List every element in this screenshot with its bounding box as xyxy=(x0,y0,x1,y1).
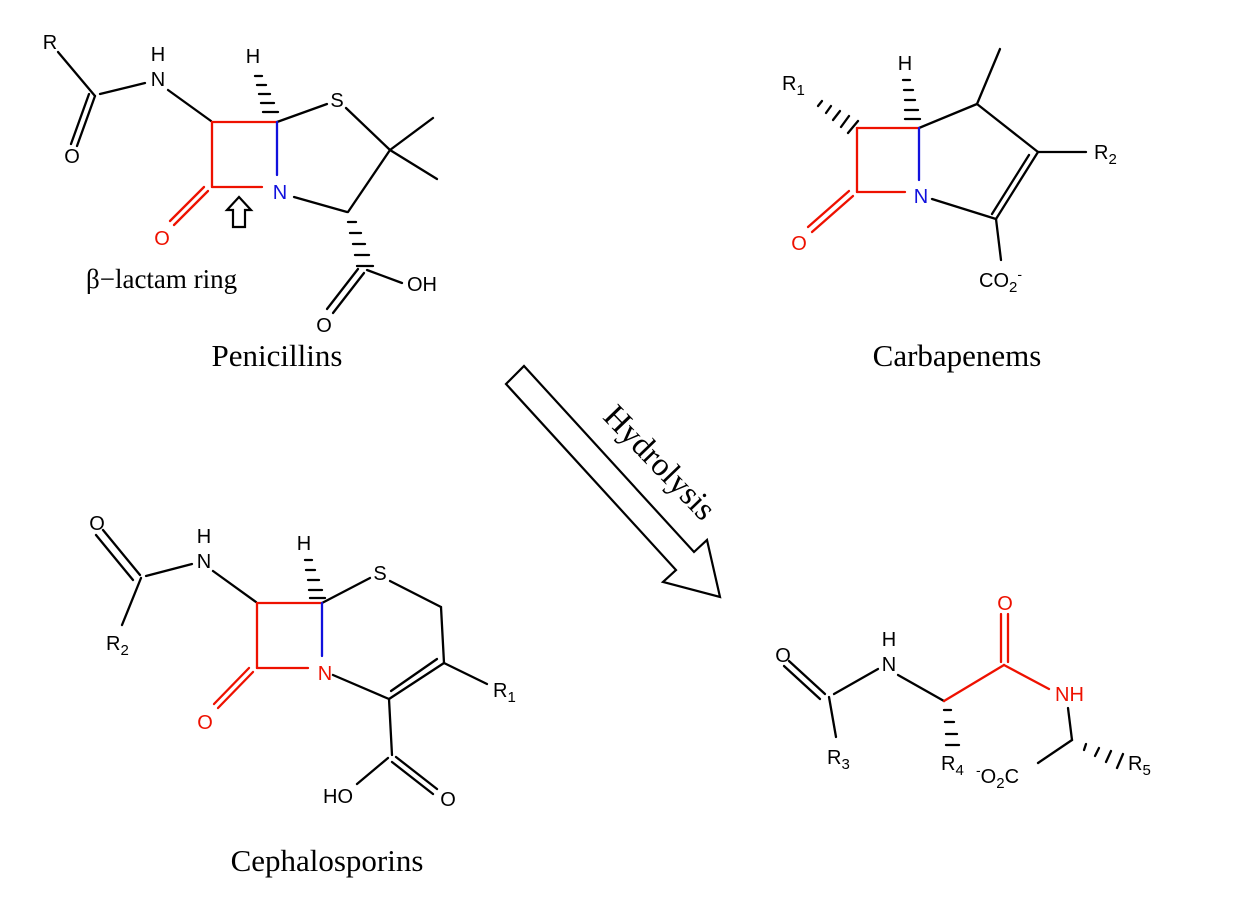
product-amide-N: N xyxy=(882,654,896,676)
penicillin-acid-OH: OH xyxy=(407,274,437,296)
penicillin-stereo-hash-wedge xyxy=(253,74,280,114)
penicillin-S: S xyxy=(330,90,343,112)
cephalosporin-amide-N: N xyxy=(197,551,211,573)
cephalosporin-structure: O R2 H N O N H S R1 HO O Cephalosporins xyxy=(89,513,516,878)
product-red-amide xyxy=(942,612,1051,703)
carbapenem-ring-N: N xyxy=(914,186,928,208)
cephalosporins-label: Cephalosporins xyxy=(231,843,424,878)
carbapenem-structure: R1 H N O R2 CO2- Carbapenems xyxy=(782,47,1117,373)
cephalosporin-ring-N: N xyxy=(318,663,332,685)
cephalosporin-amide-O: O xyxy=(89,513,105,535)
cephalosporin-S: S xyxy=(373,563,386,585)
penicillin-amide-H: H xyxy=(151,44,165,66)
carbapenem-beta-lactam-ring xyxy=(806,126,921,234)
cephalosporin-stereo-hash-wedge xyxy=(303,558,327,600)
carbapenem-r1-hash-wedge xyxy=(816,99,860,135)
penicillin-acid-hash-wedge xyxy=(346,220,375,268)
cephalosporin-atom-R2: R2 xyxy=(106,633,129,659)
penicillin-structure: R H N O O N H S O OH β−lactam ring Penic… xyxy=(43,32,439,373)
penicillin-stereo-H: H xyxy=(246,46,260,68)
penicillin-ring-N: N xyxy=(273,182,287,204)
penicillin-bonds xyxy=(56,50,439,315)
beta-lactam-ring-annotation: β−lactam ring xyxy=(86,264,237,294)
hydrolysis-product-structure: O H N R3 R4 O NH R5 -O2C xyxy=(775,593,1151,792)
cephalosporin-amide-H: H xyxy=(197,526,211,548)
carbapenem-lactam-O: O xyxy=(791,233,807,255)
product-bonds xyxy=(782,659,1074,765)
cephalosporin-acid-O: O xyxy=(440,789,456,811)
product-amide-O: O xyxy=(775,645,791,667)
cephalosporin-stereo-H: H xyxy=(297,533,311,555)
hydrolysis-arrow-group: Hydrolysis xyxy=(504,364,723,599)
product-atom-R5: R5 xyxy=(1128,753,1151,779)
carbapenem-stereo-H: H xyxy=(898,53,912,75)
product-amide-H: H xyxy=(882,629,896,651)
beta-lactam-pointer-arrow xyxy=(224,195,254,229)
penicillin-atom-R: R xyxy=(43,32,57,54)
product-atom-R3: R3 xyxy=(827,747,850,773)
carbapenem-bonds xyxy=(917,47,1088,262)
penicillin-acid-O: O xyxy=(316,315,332,337)
product-NH: NH xyxy=(1055,684,1084,706)
product-r5-hash-wedge xyxy=(1082,742,1125,770)
penicillin-amide-O: O xyxy=(64,146,80,168)
penicillin-beta-lactam-ring xyxy=(168,120,279,227)
carbapenem-atom-R2: R2 xyxy=(1094,142,1117,168)
product-r4-hash-wedge xyxy=(942,708,961,747)
carbapenem-stereo-hash-wedge xyxy=(901,78,922,121)
hydrolysis-arrow xyxy=(504,364,722,599)
hydrolysis-label: Hydrolysis xyxy=(596,398,723,527)
product-carbonyl-O: O xyxy=(997,593,1013,615)
cephalosporin-atom-R1: R1 xyxy=(493,680,516,706)
carbapenem-atom-R1: R1 xyxy=(782,73,805,99)
carbapenem-carboxylate: CO2- xyxy=(979,266,1022,296)
cephalosporin-bonds xyxy=(94,528,489,796)
penicillin-amide-N: N xyxy=(151,69,165,91)
product-atom-R4: R4 xyxy=(941,753,964,779)
product-carboxylate: -O2C xyxy=(976,762,1019,792)
penicillin-lactam-O: O xyxy=(154,228,170,250)
cephalosporin-beta-lactam-ring xyxy=(212,601,324,710)
carbapenems-label: Carbapenems xyxy=(873,338,1042,373)
cephalosporin-acid-HO: HO xyxy=(323,786,353,808)
penicillins-label: Penicillins xyxy=(212,338,343,373)
cephalosporin-lactam-O: O xyxy=(197,712,213,734)
